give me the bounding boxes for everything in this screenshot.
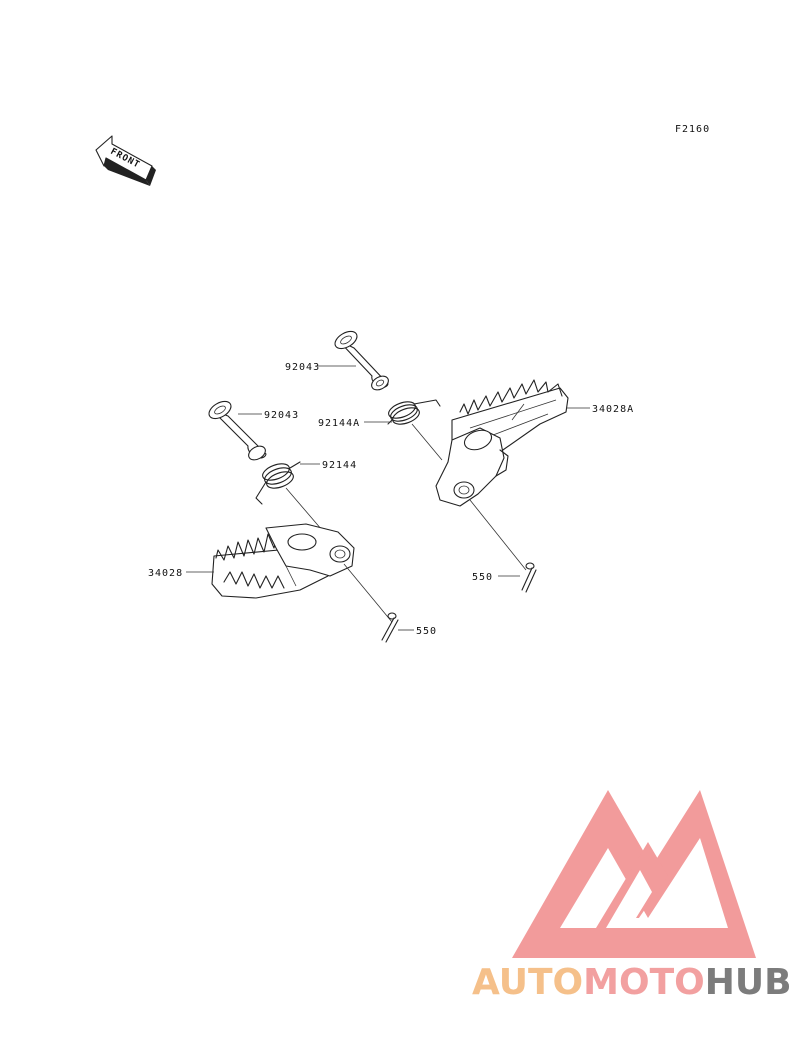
automotohub-logo-icon xyxy=(512,790,756,958)
callout-pin-right: 92043 xyxy=(285,362,320,373)
figure-code: F2160 xyxy=(675,124,710,135)
spring-right xyxy=(387,399,441,425)
cotter-pin-left xyxy=(381,612,399,643)
watermark-hub: HUB xyxy=(704,962,792,1003)
callout-footpeg-left: 34028 xyxy=(148,568,183,579)
callout-spring-left: 92144 xyxy=(322,460,357,471)
spring-left xyxy=(255,461,301,505)
callout-spring-right: 92144A xyxy=(318,418,360,429)
footpeg-right xyxy=(435,379,569,507)
callout-footpeg-right: 34028A xyxy=(592,404,634,415)
watermark-brand: AUTOMOTOHUB xyxy=(472,962,792,1003)
pivot-pin-left xyxy=(208,400,267,461)
watermark-moto: MOTO xyxy=(583,962,705,1003)
footpeg-left xyxy=(211,523,355,599)
callout-pin-left: 92043 xyxy=(264,410,299,421)
cotter-pin-right xyxy=(521,562,537,593)
callout-cotter-right: 550 xyxy=(472,572,493,583)
front-arrow-icon: FRONT xyxy=(95,135,156,186)
pivot-pin-right xyxy=(334,330,389,391)
watermark-auto: AUTO xyxy=(472,962,584,1003)
callout-cotter-left: 550 xyxy=(416,626,437,637)
